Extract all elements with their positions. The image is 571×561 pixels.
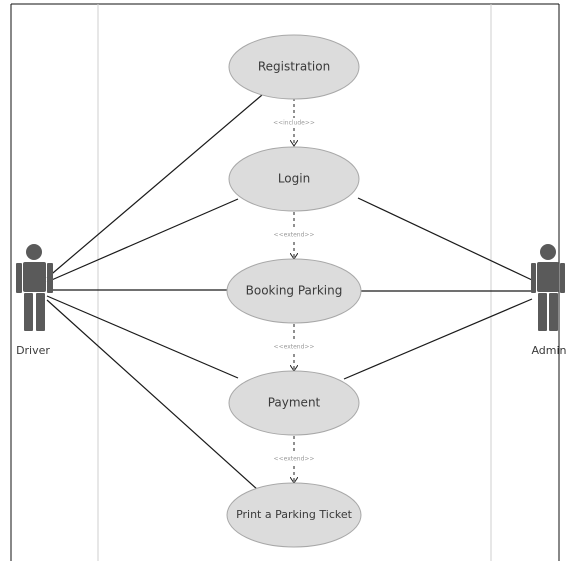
use-case-booking-parking: Booking Parking <box>226 258 362 324</box>
assoc-driver-login <box>46 198 239 283</box>
use-case-ellipse <box>226 258 362 324</box>
relation-label-extend-booking: <<extend>> <box>274 232 315 239</box>
use-case-label: Booking Parking <box>246 284 343 298</box>
assoc-admin-login <box>357 197 533 281</box>
admin-associations <box>343 197 533 380</box>
driver-left-arm-icon <box>16 263 22 293</box>
driver-body-icon <box>23 262 46 292</box>
driver-right-arm-icon <box>47 263 53 293</box>
use-case-label: Payment <box>268 396 321 410</box>
admin-label: Admin <box>531 344 566 357</box>
driver-right-leg-icon <box>36 293 45 331</box>
relation-label-include: <<include>> <box>273 120 315 127</box>
use-case-login: Login <box>228 146 360 212</box>
driver-actor <box>16 244 53 331</box>
admin-right-leg-icon <box>549 293 558 331</box>
assoc-admin-payment <box>343 298 533 380</box>
use-case-registration: Registration <box>228 34 360 100</box>
use-case-label: Registration <box>258 60 330 74</box>
admin-right-arm-icon <box>560 263 565 293</box>
admin-actor <box>531 244 565 331</box>
driver-head-icon <box>26 244 42 260</box>
relation-label-extend-payment: <<extend>> <box>274 344 315 351</box>
use-case-label: Print a Parking Ticket <box>236 508 353 521</box>
use-case-print-ticket: Print a Parking Ticket <box>226 482 362 548</box>
assoc-driver-payment <box>46 295 239 379</box>
use-case-ellipse <box>228 370 360 436</box>
driver-left-leg-icon <box>24 293 33 331</box>
admin-head-icon <box>540 244 556 260</box>
admin-left-leg-icon <box>538 293 547 331</box>
use-case-payment: Payment <box>228 370 360 436</box>
assoc-driver-registration <box>46 94 263 279</box>
use-case-label: Login <box>278 172 310 186</box>
driver-label: Driver <box>16 344 50 357</box>
driver-associations <box>46 94 263 491</box>
admin-left-arm-icon <box>531 263 536 293</box>
use-case-ellipse <box>228 146 360 212</box>
use-case-ellipse <box>228 34 360 100</box>
admin-body-icon <box>537 262 559 292</box>
relation-label-extend-print: <<extend>> <box>274 456 315 463</box>
assoc-driver-print <box>46 299 259 491</box>
use-case-ellipse <box>226 482 362 548</box>
